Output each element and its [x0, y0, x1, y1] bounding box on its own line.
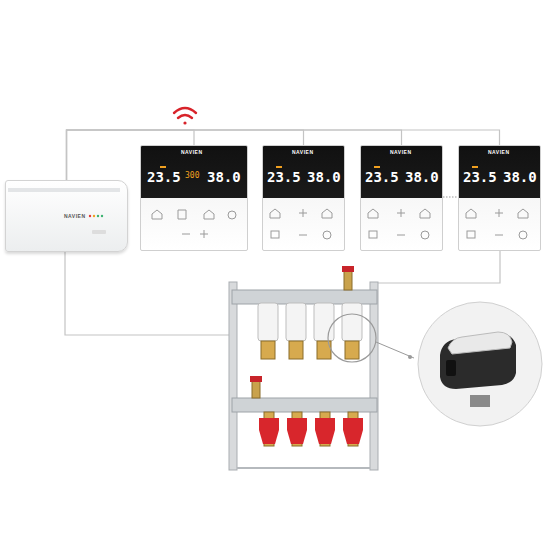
wire [65, 252, 232, 335]
brand-logo: NAVIEN [64, 214, 86, 219]
thermostat-box: NAVIEN 23.5 38.0 [458, 145, 541, 251]
display-reading: 300 [185, 172, 199, 180]
display-reading: 23.5 [147, 170, 181, 184]
controller-box: NAVIEN [5, 180, 128, 252]
wifi-icon [174, 108, 196, 125]
thermostat-box: NAVIEN 23.5 300 38.0 [140, 145, 248, 251]
brand-logo: NAVIEN [292, 150, 314, 155]
display-reading: 38.0 [503, 170, 537, 184]
display-reading: 38.0 [207, 170, 241, 184]
display-reading: 38.0 [405, 170, 439, 184]
brand-logo: NAVIEN [488, 150, 510, 155]
brand-logo: NAVIEN [390, 150, 412, 155]
display-reading: 23.5 [267, 170, 301, 184]
zoom-callout [328, 302, 542, 426]
manifold [229, 266, 378, 470]
display-reading: 23.5 [365, 170, 399, 184]
brand-logo: NAVIEN [181, 150, 203, 155]
link [443, 197, 458, 198]
thermostat-box: NAVIEN 23.5 38.0 [262, 145, 345, 251]
thermostat-box: NAVIEN 23.5 38.0 [360, 145, 443, 251]
display-reading: 38.0 [307, 170, 341, 184]
display-reading: 23.5 [463, 170, 497, 184]
